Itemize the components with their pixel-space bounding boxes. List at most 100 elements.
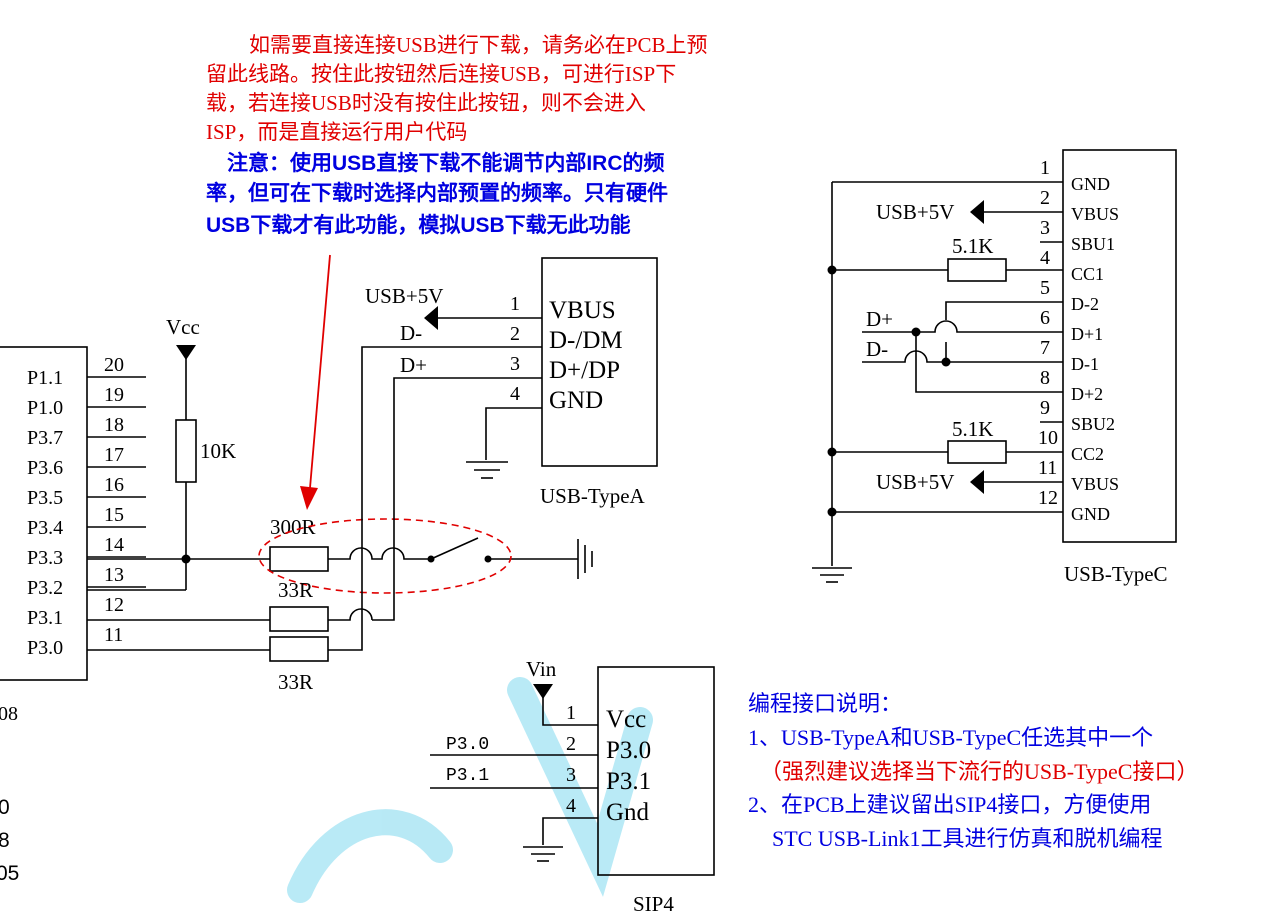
highlight-ellipse	[258, 518, 512, 594]
sip4-pin-number: 3	[566, 764, 576, 786]
typea-pin-number: 4	[510, 383, 520, 405]
note-red-line: 载，若连接USB时没有按住此按钮，则不会进入	[206, 91, 646, 115]
sip4-pin-number: 2	[566, 733, 576, 755]
usb5v-top-label: USB+5V	[876, 200, 954, 224]
mcu-pin-name: P3.6	[27, 457, 63, 479]
typec-body	[1062, 149, 1177, 543]
typec-pin-name: CC2	[1071, 444, 1104, 464]
typea-body	[541, 257, 658, 467]
usb5v-label-typea: USB+5V	[365, 284, 443, 308]
typec-pin-number: 1	[1040, 157, 1050, 179]
typec-pin-number: 11	[1038, 457, 1057, 479]
typec-dplus-label: D+	[866, 307, 893, 331]
mcu-pin-number: 18	[104, 414, 124, 436]
typec-pin-number: 5	[1040, 277, 1050, 299]
typec-pin-number: 7	[1040, 337, 1050, 359]
sip4-pin-name: Gnd	[606, 799, 650, 826]
typec-label: USB-TypeC	[1064, 562, 1168, 586]
typec-pin-name: SBU2	[1071, 414, 1115, 434]
vin-label: Vin	[526, 657, 557, 681]
arrow-head-icon	[300, 486, 318, 510]
mcu-pin-number: 16	[104, 474, 124, 496]
r-button-label: 300R	[270, 515, 316, 539]
typec-pin-number: 6	[1040, 307, 1050, 329]
usb5v-bottom-label: USB+5V	[876, 470, 954, 494]
red-arrow	[300, 254, 331, 510]
typec-pin-name: GND	[1071, 174, 1110, 194]
typea-pin-name: D+/DP	[549, 357, 620, 384]
r-cc1-label: 5.1K	[952, 234, 993, 258]
vcc-arrow-icon	[176, 345, 196, 360]
typea-pin-number: 1	[510, 293, 520, 315]
typec-pin-group: 1GND2VBUS3SBU14CC15D-26D+17D-18D+29SBU21…	[1038, 157, 1119, 524]
typec-pin-name: D-1	[1071, 354, 1099, 374]
usb5v-arrow-icon	[424, 306, 438, 330]
mcu-cut-text: 05	[0, 862, 19, 885]
typec-pin-name: GND	[1071, 504, 1110, 524]
mcu-pin-number: 19	[104, 384, 124, 406]
r-cc2-5k1	[947, 440, 1007, 464]
usb5v-bottom-arrow-icon	[970, 470, 984, 494]
typec-pin-number: 4	[1040, 247, 1050, 269]
typec-pin-number: 9	[1040, 397, 1050, 419]
r-button-300r	[269, 546, 329, 572]
note-red-line: 如需要直接连接USB进行下载，请务必在PCB上预	[228, 33, 708, 57]
mcu-pin-name: P3.4	[27, 517, 63, 539]
typea-pin-number: 3	[510, 353, 520, 375]
typec-pin-number: 3	[1040, 217, 1050, 239]
left-circuit: Vcc 10K 300R 33R 33R	[87, 284, 593, 694]
typea-pin-name: D-/DM	[549, 327, 623, 354]
typec-pin-number: 8	[1040, 367, 1050, 389]
mcu-pin-number: 15	[104, 504, 124, 526]
r-pullup-label: 10K	[200, 439, 236, 463]
r-dp-33r	[269, 636, 329, 662]
vcc-label: Vcc	[166, 315, 200, 339]
mcu-pin-name: P3.5	[27, 487, 63, 509]
r-dm-label: 33R	[278, 578, 313, 602]
mcu-body	[0, 346, 88, 681]
notes-line-4: STC USB-Link1工具进行仿真和脱机编程	[772, 826, 1163, 851]
mcu-pin-number: 17	[104, 444, 124, 466]
watermark-strokes	[287, 677, 653, 903]
mcu-pin-number: 14	[104, 534, 124, 556]
mcu-pin-number: 11	[104, 624, 123, 646]
typec-pin-name: D+2	[1071, 384, 1103, 404]
typec-pin-name: VBUS	[1071, 474, 1119, 494]
sip4-body	[597, 666, 715, 876]
sip4-pin-number: 1	[566, 702, 576, 724]
vin-arrow-icon	[533, 684, 553, 699]
typec-pin-name: CC1	[1071, 264, 1104, 284]
notes-title: 编程接口说明：	[748, 691, 902, 716]
sip4-net-p31: P3.1	[446, 766, 489, 786]
note-red: 如需要直接连接USB进行下载，请务必在PCB上预 留此线路。按住此按钮然后连接U…	[206, 33, 708, 144]
programming-notes: 编程接口说明： 1、USB-TypeA和USB-TypeC任选其中一个 （强烈建…	[748, 691, 1198, 851]
sip4-net-p30: P3.0	[446, 735, 489, 755]
sip4-label: SIP4	[633, 892, 674, 916]
sip4-pin-name: P3.0	[606, 737, 651, 764]
mcu-pin-name: P1.1	[27, 367, 63, 389]
notes-line-2: （强烈建议选择当下流行的USB-TypeC接口）	[760, 759, 1198, 784]
typec-dminus-label: D-	[866, 337, 888, 361]
mcu-pin-number: 20	[104, 354, 124, 376]
typea-pin-name: GND	[549, 387, 603, 414]
r-dm-33r	[269, 606, 329, 632]
typec-pin-number: 2	[1040, 187, 1050, 209]
typec-pin-number: 12	[1038, 487, 1058, 509]
notes-line-1: 1、USB-TypeA和USB-TypeC任选其中一个	[748, 725, 1153, 750]
mcu-cut-text: 0	[0, 796, 10, 819]
typea-label: USB-TypeA	[540, 484, 646, 508]
mcu-pin-name: P3.7	[27, 427, 63, 449]
note-blue-line: 率，但可在下载时选择内部预置的频率。只有硬件	[206, 181, 668, 205]
note-red-line: ISP，而是直接运行用户代码	[206, 120, 467, 144]
mcu-part-suffix: 08	[0, 703, 18, 725]
mcu-pin-name: P1.0	[27, 397, 63, 419]
typea-pin-name: VBUS	[549, 297, 616, 324]
mcu-cut-text: 8	[0, 829, 10, 852]
mcu-pin-number: 13	[104, 564, 124, 586]
mcu-pin-name: P3.2	[27, 577, 63, 599]
